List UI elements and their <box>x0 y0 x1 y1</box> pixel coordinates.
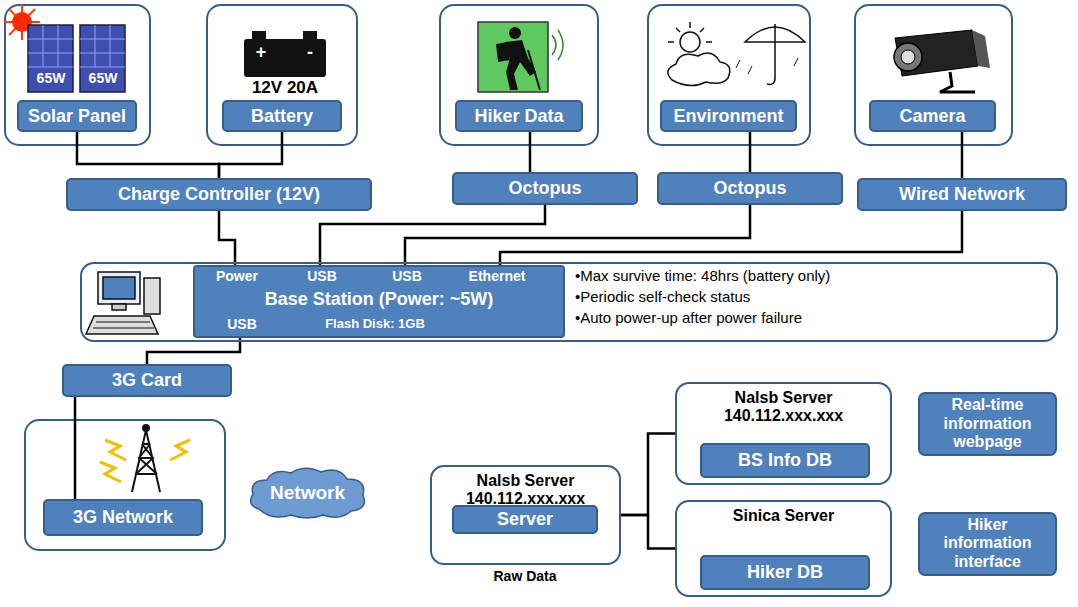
port-label: USB <box>367 268 447 284</box>
part-label: 12V 20A <box>227 79 343 98</box>
port-label: Power <box>197 268 277 284</box>
process-box: Server <box>452 505 598 534</box>
interface-box: Real-time information webpage <box>918 392 1057 456</box>
weather-icon <box>668 22 805 86</box>
camera-icon <box>894 30 990 92</box>
port-label: Ethernet <box>452 268 542 284</box>
box-label: Sinica Server <box>677 507 890 525</box>
solar-panel-icon <box>28 25 125 92</box>
part-label: - <box>300 43 320 63</box>
box-label: Nalsb Server <box>677 389 890 407</box>
box-label: Base Station (Power: ~5W) <box>195 289 563 310</box>
note-text: •Max survive time: 48hrs (battery only) <box>575 267 1045 284</box>
box-label: Solar Panel <box>28 106 126 127</box>
box-label: Nalsb Server <box>432 472 619 490</box>
box-label: 140.112.xxx.xxx <box>677 407 890 425</box>
server-panel: Nalsb Server140.112.xxx.xxx BS Info DB <box>675 382 892 485</box>
battery-icon <box>244 31 326 77</box>
panel-frame <box>648 5 810 145</box>
server-panel: Nalsb Server140.112.xxx.xxxServer <box>430 465 621 565</box>
panel-frame <box>440 5 598 145</box>
part-label: 65W <box>30 71 72 86</box>
box-label: 3G Network <box>73 507 173 528</box>
note-text: •Auto power-up after power failure <box>575 309 1045 326</box>
box-label: Octopus <box>508 178 581 199</box>
box-label: Network <box>270 482 345 504</box>
wire-connector <box>405 205 750 265</box>
process-box: 3G Card <box>62 364 232 397</box>
process-box: Octopus <box>452 172 638 205</box>
wire-connector <box>621 515 675 549</box>
computer-icon <box>86 272 160 334</box>
process-box: Solar Panel <box>17 100 137 132</box>
station-panel: •Max survive time: 48hrs (battery only) •… <box>80 262 1058 342</box>
process-box: Charge Controller (12V) <box>66 178 372 211</box>
process-box: 3G Network <box>43 499 203 536</box>
process-box: Hiker DB <box>700 555 870 590</box>
part-label: 65W <box>82 71 124 86</box>
process-box: Octopus <box>657 172 843 205</box>
panel-frame <box>855 5 1012 145</box>
panel-frames <box>5 5 1012 550</box>
port-label: Flash Disk: 1GB <box>305 317 445 332</box>
wire-connector <box>74 397 77 499</box>
wire-connector <box>320 205 545 265</box>
wire-connector <box>77 132 219 178</box>
box-label: Hiker information interface <box>926 516 1049 571</box>
box-label: Camera <box>899 106 965 127</box>
wire-connector <box>219 132 282 178</box>
process-box: Wired Network <box>857 178 1067 211</box>
part-label: Raw Data <box>485 569 565 584</box>
tower-icon <box>100 425 190 492</box>
process-box: Environment <box>660 100 797 132</box>
box-label: Real-time information webpage <box>926 396 1049 451</box>
wire-connector <box>529 132 532 172</box>
wire-connector <box>621 434 675 516</box>
box-label: Hiker DB <box>747 562 823 583</box>
part-label: + <box>251 43 271 63</box>
box-label: 3G Card <box>112 370 182 391</box>
port-label: USB <box>202 316 282 332</box>
box-label: Octopus <box>713 178 786 199</box>
process-box: Hiker Data <box>455 100 583 132</box>
cloud-outline <box>251 468 365 518</box>
wire-connector <box>500 211 962 265</box>
base-station-box: PowerUSBUSBEthernetBase Station (Power: … <box>193 265 565 338</box>
box-label: Server <box>497 509 553 530</box>
process-box: Battery <box>222 100 342 132</box>
interface-box: Hiker information interface <box>918 512 1057 576</box>
hiker-icon <box>478 22 563 92</box>
box-label: Charge Controller (12V) <box>118 184 320 205</box>
network-cloud: Network <box>245 465 370 520</box>
box-label: Environment <box>673 106 783 127</box>
panel-frame <box>207 5 357 145</box>
wire-connector <box>961 132 964 178</box>
box-label: BS Info DB <box>738 450 832 471</box>
wire-connector <box>219 211 235 265</box>
process-box: BS Info DB <box>700 443 870 478</box>
server-panel: Sinica ServerHiker DB <box>675 500 892 597</box>
wire-connector <box>749 132 752 172</box>
box-label: Hiker Data <box>474 106 563 127</box>
port-label: USB <box>282 268 362 284</box>
panel-frame <box>25 420 225 550</box>
note-text: •Periodic self-check status <box>575 288 1045 305</box>
process-box: Camera <box>869 100 996 132</box>
box-label: Battery <box>251 106 313 127</box>
panel-frame <box>5 5 150 145</box>
box-label: Wired Network <box>899 184 1025 205</box>
